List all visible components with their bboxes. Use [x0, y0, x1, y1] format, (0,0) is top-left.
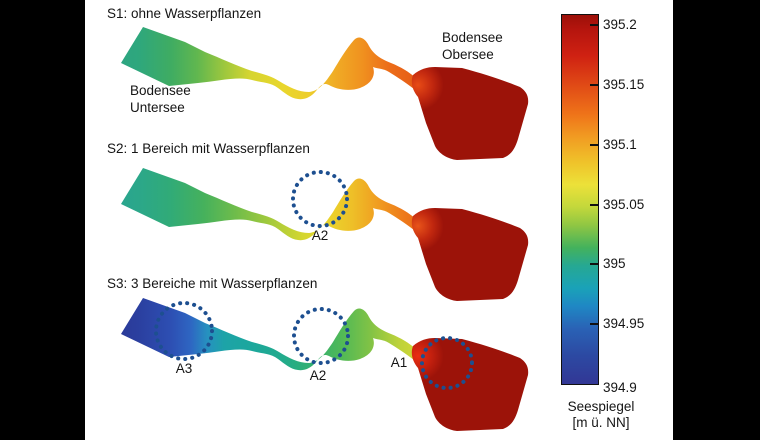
letterbox-right [673, 0, 760, 440]
colorbar-tick [590, 204, 599, 206]
colorbar-tick [590, 263, 599, 265]
letterbox-left [0, 0, 85, 440]
s3-obersee-basin [411, 338, 529, 431]
colorbar-caption-line2: [m ü. NN] [572, 415, 630, 430]
colorbar-tick-label: 395.15 [603, 77, 645, 92]
colorbar-tick [590, 144, 599, 146]
colorbar-tick-label: 394.9 [603, 380, 637, 395]
map-s3 [121, 298, 529, 431]
obersee-label: Bodensee Obersee [442, 29, 503, 63]
colorbar-caption-line1: Seespiegel [567, 399, 635, 414]
s2-watercourse [121, 168, 416, 241]
s2-a2-annotation-circle [291, 170, 349, 228]
obersee-label-line1: Bodensee [442, 30, 503, 45]
scenario-1-title: S1: ohne Wasserpflanzen [107, 6, 262, 21]
s3-a3-annotation-circle [154, 301, 214, 361]
s3-a2-label: A2 [309, 368, 327, 383]
map-s2 [121, 168, 529, 301]
s3-a1-label: A1 [390, 355, 408, 370]
colorbar-tick-label: 395.2 [603, 17, 637, 32]
s3-a1-annotation-circle [420, 336, 474, 390]
colorbar-tick [590, 84, 599, 86]
s3-a2-annotation-circle [292, 307, 350, 365]
s3-a3-label: A3 [175, 361, 193, 376]
colorbar-tick-label: 395.05 [603, 197, 645, 212]
s1-obersee-basin [411, 67, 529, 160]
colorbar-tick [590, 24, 599, 26]
colorbar-tick [590, 323, 599, 325]
scenario-2-title: S2: 1 Bereich mit Wasserpflanzen [107, 141, 310, 156]
colorbar-tick-label: 394.95 [603, 316, 645, 331]
colorbar [561, 14, 599, 385]
untersee-label-line2: Untersee [130, 100, 185, 115]
untersee-label-line1: Bodensee [130, 83, 191, 98]
s2-obersee-basin [411, 208, 529, 301]
colorbar-tick-label: 395 [603, 256, 626, 271]
colorbar-tick-label: 395.1 [603, 137, 637, 152]
scenario-3-title: S3: 3 Bereiche mit Wasserpflanzen [107, 276, 318, 291]
s2-a2-label: A2 [311, 228, 329, 243]
untersee-label: Bodensee Untersee [130, 82, 191, 116]
obersee-label-line2: Obersee [442, 47, 494, 62]
